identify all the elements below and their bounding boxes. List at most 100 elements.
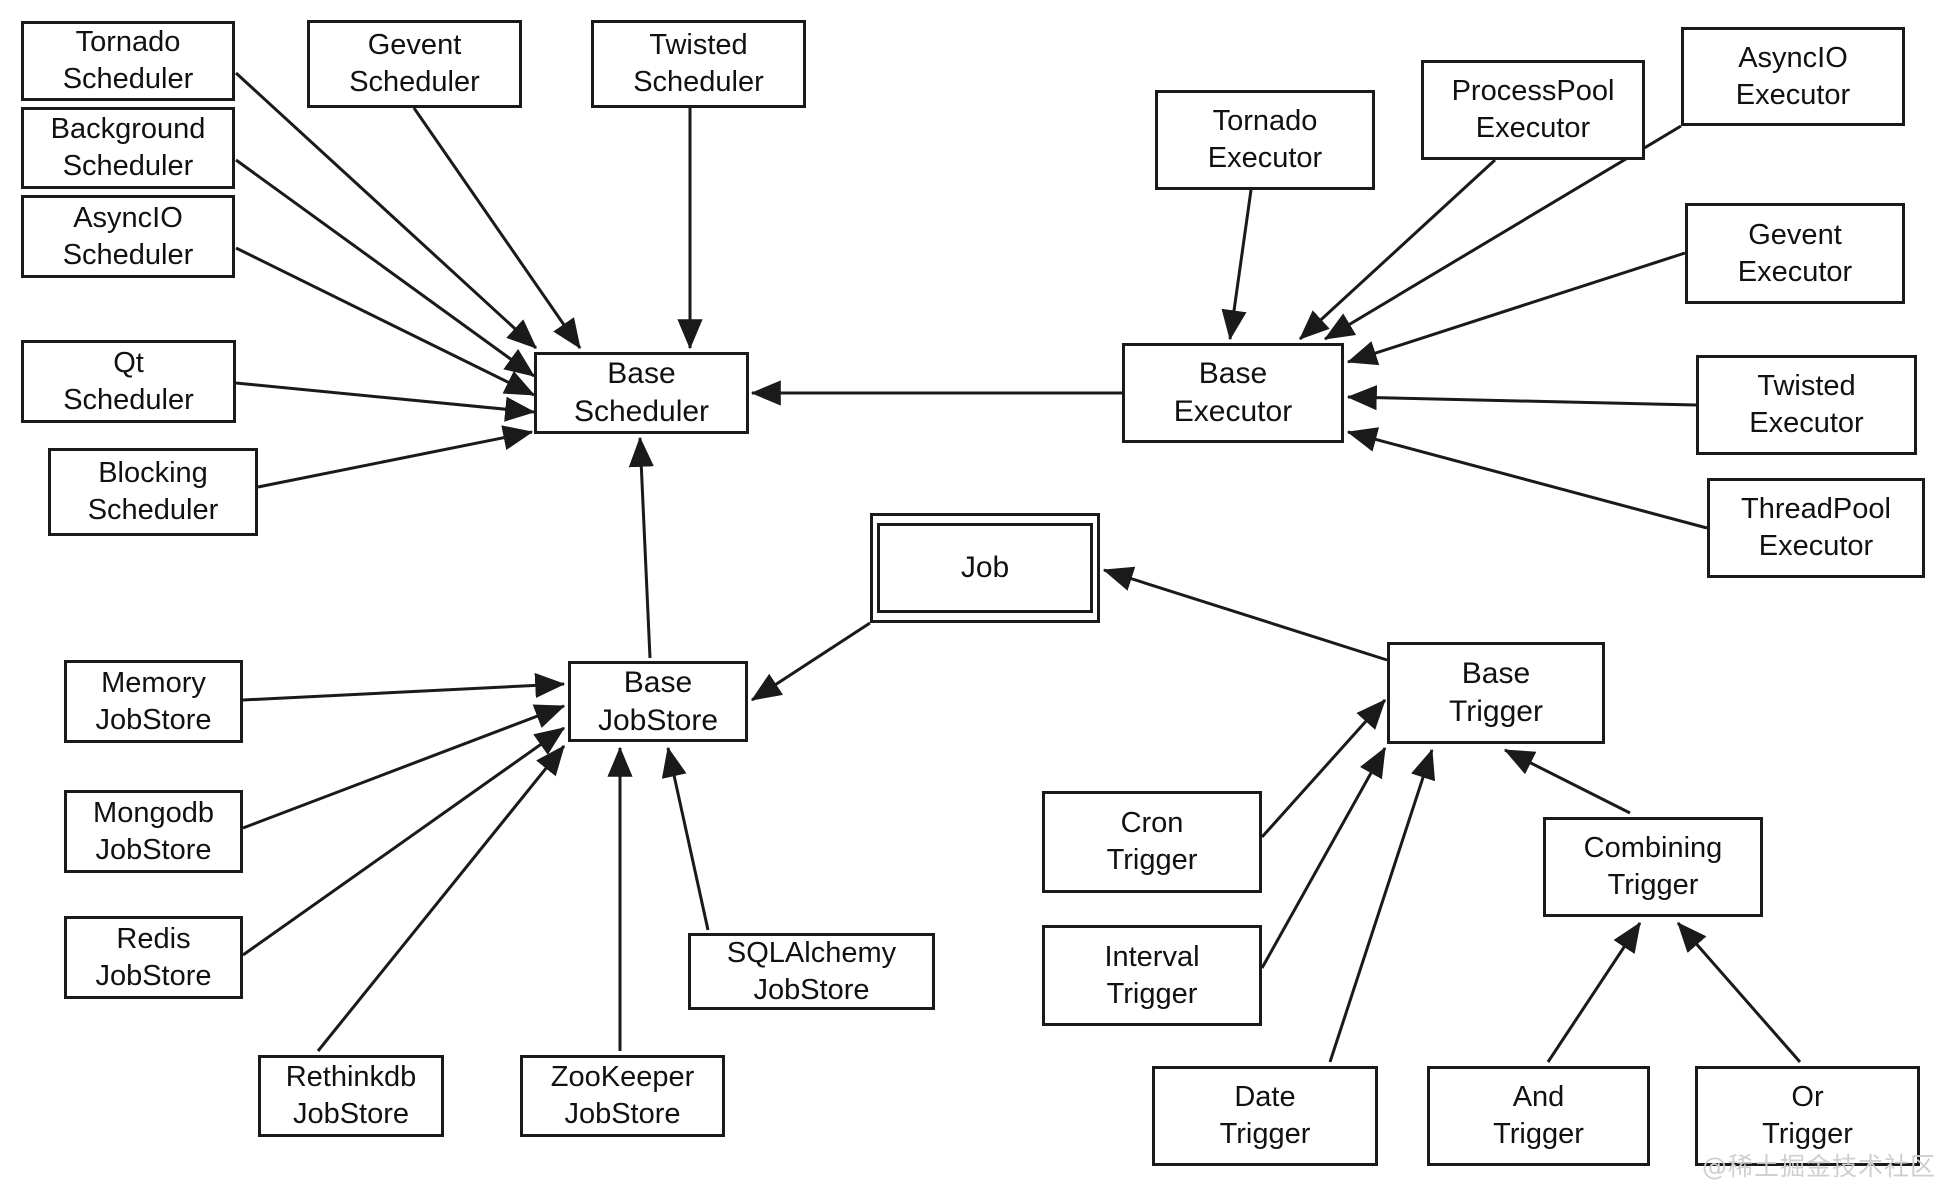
node-blocking-scheduler-line2: Scheduler — [87, 494, 219, 526]
node-processpool-executor-line2: Executor — [1475, 112, 1591, 144]
node-zookeeper-jobstore-line2: JobStore — [564, 1098, 681, 1130]
node-qt-scheduler-line2: Scheduler — [63, 383, 194, 416]
node-tornado-executor-line1: Tornado — [1212, 105, 1318, 138]
edge-background-scheduler-to-base-scheduler — [235, 158, 535, 378]
node-cron-trigger-line1: Cron — [1120, 807, 1184, 840]
node-twisted-scheduler-line1: Twisted — [649, 29, 748, 62]
node-tornado-executor-line2: Executor — [1207, 142, 1323, 174]
watermark: @稀土掘金技术社区 — [1701, 1152, 1936, 1181]
node-and-trigger-line2: Trigger — [1493, 1118, 1584, 1150]
edge-rethinkdb-jobstore-to-base-jobstore — [316, 745, 566, 1052]
node-threadpool-executor-line2: Executor — [1758, 530, 1874, 562]
node-base-executor-line1: Base — [1198, 357, 1268, 391]
node-asyncio-executor[interactable]: AsyncIO Executor — [1681, 27, 1905, 126]
node-background-scheduler-line2: Scheduler — [62, 150, 194, 182]
edge-gevent-executor-to-base-executor — [1346, 251, 1686, 366]
node-mongodb-jobstore-line1: Mongodb — [93, 796, 214, 829]
node-base-trigger-line1: Base — [1461, 657, 1531, 691]
node-combining-trigger-line2: Trigger — [1607, 869, 1699, 901]
node-background-scheduler-line1: Background — [50, 113, 206, 146]
node-gevent-scheduler-line1: Gevent — [367, 29, 462, 62]
edge-cron-trigger-to-base-trigger — [1260, 698, 1387, 839]
edge-tornado-scheduler-to-base-scheduler — [234, 71, 538, 350]
node-processpool-executor-line1: ProcessPool — [1451, 75, 1615, 108]
edge-blocking-scheduler-to-base-scheduler — [257, 425, 534, 489]
edge-qt-scheduler-to-base-scheduler — [235, 381, 536, 422]
node-gevent-executor-line1: Gevent — [1748, 218, 1842, 251]
node-base-scheduler-line1: Base — [607, 357, 676, 391]
node-redis-jobstore-line1: Redis — [116, 922, 191, 955]
edge-gevent-scheduler-to-base-scheduler — [412, 107, 582, 349]
edge-processpool-executor-to-base-executor — [1298, 158, 1497, 341]
node-cron-trigger-line2: Trigger — [1106, 844, 1198, 876]
node-twisted-scheduler-line2: Scheduler — [633, 66, 764, 98]
node-base-jobstore-line2: JobStore — [597, 703, 719, 737]
node-asyncio-executor-line2: Executor — [1735, 78, 1851, 111]
node-rethinkdb-jobstore-line2: JobStore — [292, 1098, 410, 1130]
edge-combining-trigger-to-base-trigger — [1503, 748, 1631, 815]
node-gevent-scheduler-line2: Scheduler — [349, 66, 480, 98]
node-date-trigger-line1: Date — [1234, 1081, 1296, 1114]
node-memory-jobstore-line2: JobStore — [95, 703, 212, 736]
node-base-executor-line2: Executor — [1173, 395, 1293, 428]
node-asyncio-executor-line1: AsyncIO — [1738, 41, 1848, 74]
edge-base-jobstore-to-base-scheduler — [628, 436, 654, 659]
node-qt-scheduler-line1: Qt — [113, 346, 144, 379]
node-gevent-executor-line2: Executor — [1737, 255, 1853, 288]
node-job-inner: Job — [877, 523, 1093, 613]
node-date-trigger-line2: Trigger — [1219, 1118, 1311, 1150]
node-blocking-scheduler-line1: Blocking — [98, 457, 208, 490]
node-asyncio-scheduler-line2: Scheduler — [62, 238, 194, 271]
node-mongodb-jobstore-line2: JobStore — [95, 833, 212, 866]
node-base-jobstore-line1: Base — [623, 665, 693, 699]
node-job[interactable]: Job — [870, 513, 1100, 623]
node-rethinkdb-jobstore-line1: Rethinkdb — [285, 1061, 417, 1094]
node-and-trigger-line1: And — [1512, 1081, 1565, 1114]
node-zookeeper-jobstore-line1: ZooKeeper — [550, 1061, 695, 1094]
node-interval-trigger-line1: Interval — [1104, 940, 1200, 973]
node-tornado-scheduler-line2: Scheduler — [62, 63, 194, 95]
edge-asyncio-executor-to-base-executor — [1323, 124, 1682, 341]
node-asyncio-scheduler[interactable]: AsyncIO Scheduler — [21, 195, 235, 278]
edge-mongodb-jobstore-to-base-jobstore — [242, 704, 566, 830]
node-base-trigger-line2: Trigger — [1449, 695, 1543, 728]
edge-twisted-executor-to-base-executor — [1346, 385, 1697, 411]
node-combining-trigger-line1: Combining — [1583, 832, 1723, 865]
edge-interval-trigger-to-base-trigger — [1260, 746, 1387, 969]
node-redis-jobstore-line2: JobStore — [95, 959, 212, 992]
node-asyncio-scheduler-line1: AsyncIO — [73, 201, 183, 234]
edge-asyncio-scheduler-to-base-scheduler — [235, 246, 536, 397]
node-interval-trigger-line2: Trigger — [1106, 977, 1198, 1010]
node-base-scheduler-line2: Scheduler — [573, 395, 710, 428]
node-twisted-executor-line1: Twisted — [1757, 370, 1856, 403]
